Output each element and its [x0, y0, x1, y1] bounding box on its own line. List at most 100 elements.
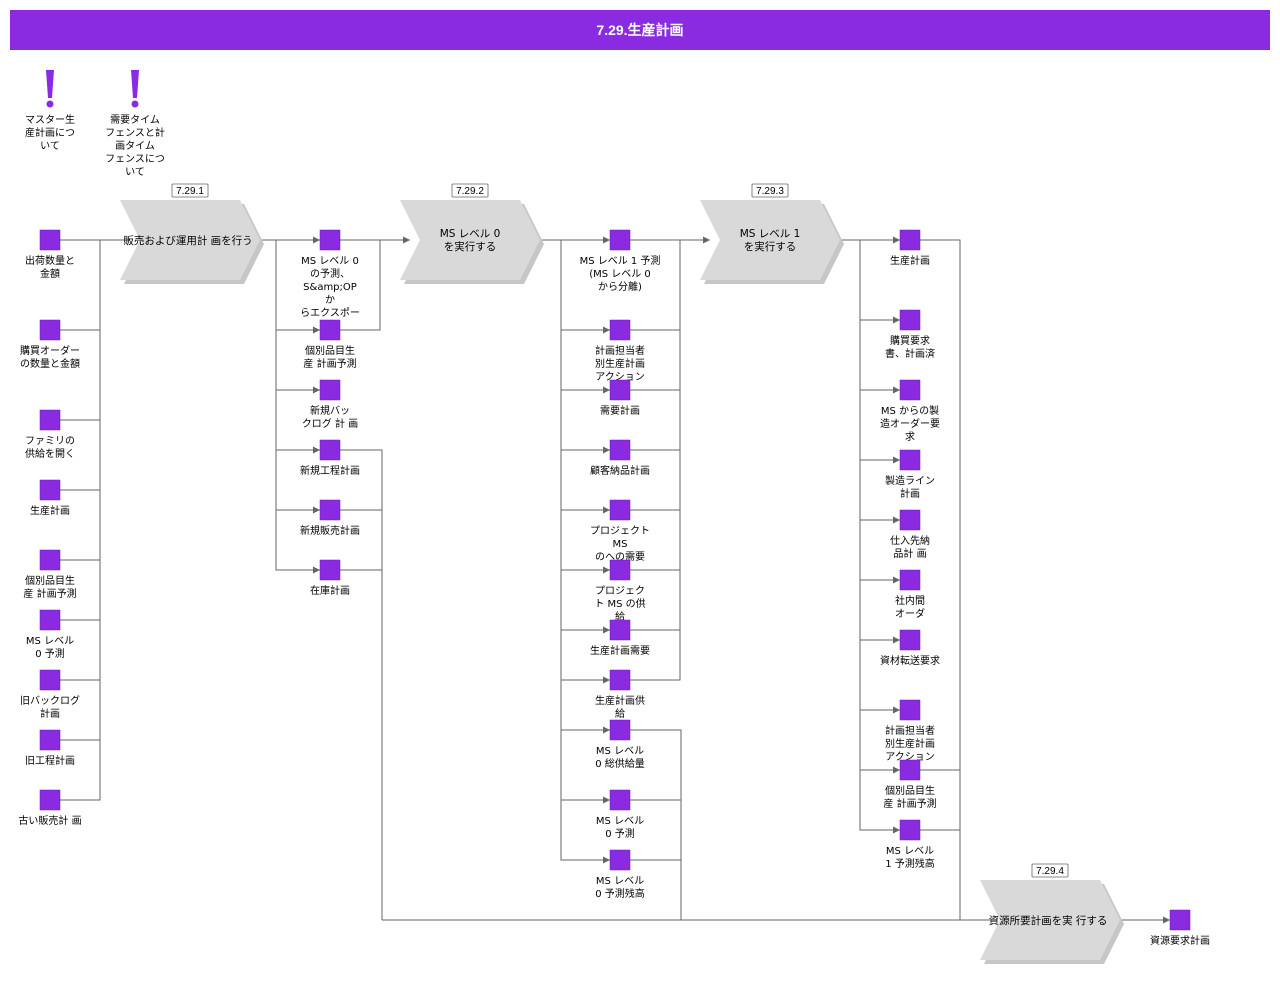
process-step[interactable]: [400, 200, 540, 280]
output-node-icon[interactable]: [899, 699, 921, 721]
input-node-icon[interactable]: [39, 319, 61, 341]
input-node-label: 古い販売計 画: [18, 814, 81, 827]
output-node-icon[interactable]: [899, 229, 921, 251]
output-node-label: 資材転送要求: [880, 654, 940, 667]
output-node-label: 仕入先納品計 画: [890, 534, 930, 560]
output-node-icon[interactable]: [899, 509, 921, 531]
output-node-icon[interactable]: [899, 569, 921, 591]
output-node-icon[interactable]: [609, 619, 631, 641]
output-node-label: 社内間オーダ: [895, 594, 925, 620]
exclamation-icon[interactable]: [131, 70, 139, 98]
output-node-icon[interactable]: [609, 229, 631, 251]
connector-line: [630, 859, 682, 920]
process-id: 7.29.4: [1036, 866, 1064, 877]
output-node-label: 生産計画供給: [595, 694, 645, 720]
output-node-label: MS からの製造オーダー要求: [880, 404, 940, 443]
input-node-label: 個別品目生産 計画予測: [23, 574, 76, 600]
output-node-label: 新規バックログ 計 画: [302, 404, 358, 430]
connector-line: [859, 240, 900, 324]
output-node-icon[interactable]: [319, 229, 341, 251]
input-node-icon[interactable]: [39, 729, 61, 751]
output-node-icon[interactable]: [899, 759, 921, 781]
exclamation-icon-dot: [131, 100, 139, 108]
input-node-icon[interactable]: [39, 409, 61, 431]
output-node-icon[interactable]: [319, 499, 341, 521]
connector-line: [920, 239, 961, 920]
input-node-icon[interactable]: [39, 549, 61, 571]
process-label: 資源所要計画を実 行する: [989, 914, 1108, 927]
input-node-label: 旧バックログ計画: [20, 694, 80, 720]
process-id: 7.29.3: [756, 186, 784, 197]
process-label: 販売および運用計 画を行う: [123, 234, 252, 247]
input-node-icon[interactable]: [39, 479, 61, 501]
connector-line: [60, 240, 101, 801]
output-node-icon[interactable]: [609, 669, 631, 691]
output-node-icon[interactable]: [609, 559, 631, 581]
output-node-icon[interactable]: [609, 439, 631, 461]
process-step[interactable]: [120, 200, 260, 280]
input-node-label: 出荷数量と金額: [25, 254, 75, 280]
output-node-icon[interactable]: [1169, 909, 1191, 931]
output-node-icon[interactable]: [609, 789, 631, 811]
process-id-tag: [171, 183, 209, 198]
output-node-label: 在庫計画: [310, 584, 350, 597]
output-node-label: 顧客納品計画: [590, 464, 650, 477]
process-id-tag: [451, 183, 489, 198]
input-node-icon[interactable]: [39, 609, 61, 631]
connector-line: [560, 240, 610, 804]
output-node-label: 計画担当者別生産計画アクション: [595, 344, 645, 383]
connector-line: [60, 240, 101, 621]
output-node-label: 購買要求書、計画済: [885, 334, 935, 360]
input-node-label: 購買オーダーの数量と金額: [20, 344, 80, 370]
diagram-title: 7.29.生産計画: [10, 10, 1270, 50]
note-label: 需要タイムフェンスと計画タイムフェンスについて: [105, 114, 165, 178]
input-node-label: 旧工程計画: [25, 754, 75, 767]
output-node-icon[interactable]: [609, 719, 631, 741]
output-node-icon[interactable]: [899, 309, 921, 331]
input-node-icon[interactable]: [39, 669, 61, 691]
connector-line: [630, 240, 681, 681]
input-node-icon[interactable]: [39, 789, 61, 811]
output-node-label: 個別品目生産 計画予測: [883, 784, 936, 810]
connector-line: [340, 449, 383, 920]
connector-line: [859, 240, 900, 834]
input-node-icon[interactable]: [39, 229, 61, 251]
note-label: マスター生産計画について: [25, 113, 75, 152]
process-id: 7.29.1: [176, 186, 204, 197]
process-id-tag: [751, 183, 789, 198]
process-step[interactable]: [700, 200, 840, 280]
connector-line: [60, 240, 101, 331]
connector-line: [340, 240, 381, 331]
output-node-icon[interactable]: [899, 379, 921, 401]
output-node-icon[interactable]: [609, 319, 631, 341]
output-node-icon[interactable]: [319, 379, 341, 401]
output-node-icon[interactable]: [899, 819, 921, 841]
output-node-label: 需要計画: [600, 404, 640, 417]
connector-line: [560, 240, 610, 634]
process-id: 7.29.2: [456, 186, 484, 197]
output-node-icon[interactable]: [899, 449, 921, 471]
output-node-label: 個別品目生産 計画予測: [303, 344, 356, 370]
output-node-label: 製造ライン計画: [885, 474, 935, 500]
output-node-label: 資源要求計画: [1150, 934, 1210, 947]
connector-line: [630, 240, 681, 631]
output-node-icon[interactable]: [319, 559, 341, 581]
output-node-icon[interactable]: [609, 379, 631, 401]
output-node-icon[interactable]: [899, 629, 921, 651]
output-node-icon[interactable]: [319, 439, 341, 461]
output-node-icon[interactable]: [609, 499, 631, 521]
output-node-icon[interactable]: [319, 319, 341, 341]
output-node-label: 生産計画: [890, 254, 930, 267]
exclamation-icon[interactable]: [46, 70, 54, 98]
output-node-label: 新規販売計画: [300, 524, 360, 537]
process-step[interactable]: [980, 880, 1120, 960]
output-node-icon[interactable]: [609, 849, 631, 871]
input-node-label: 生産計画: [30, 504, 70, 517]
